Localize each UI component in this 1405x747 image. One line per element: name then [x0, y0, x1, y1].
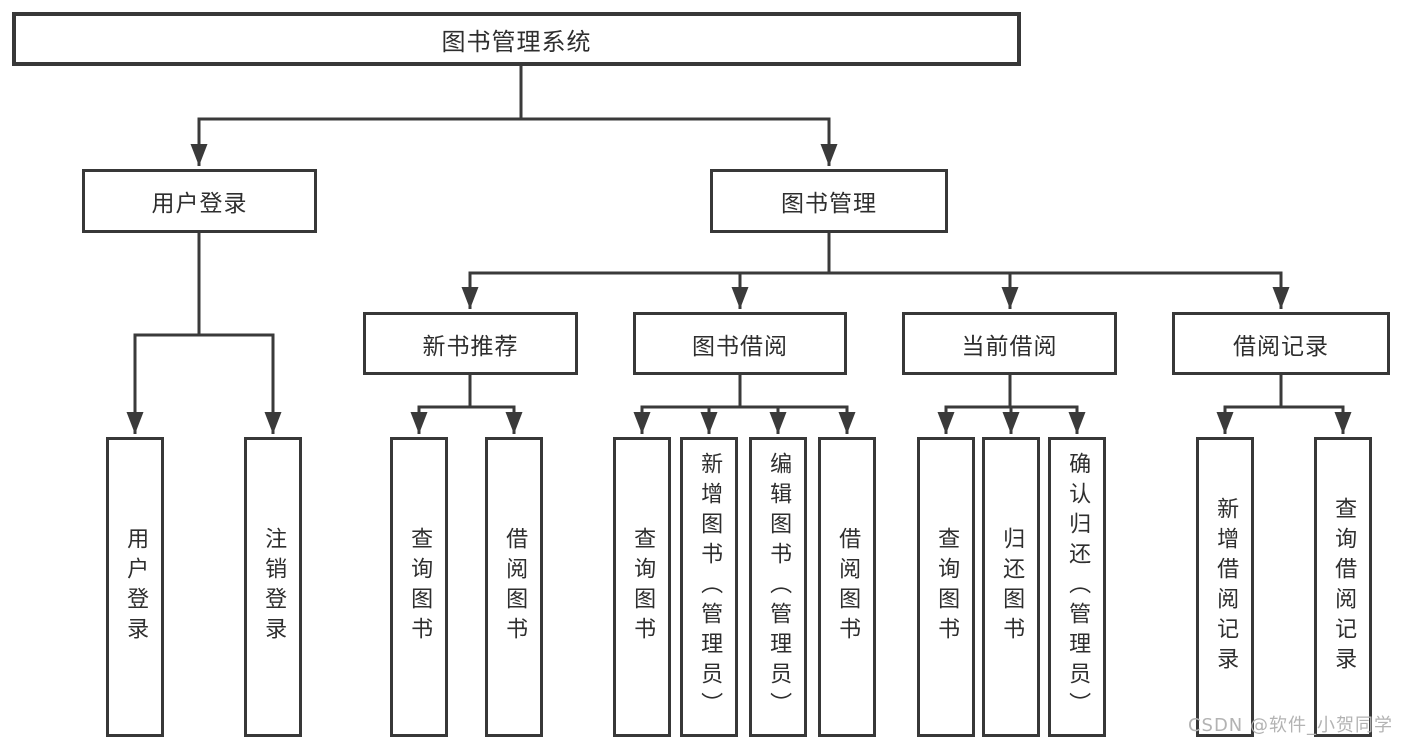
node-label: 确认归还（管理员） [1065, 452, 1091, 722]
node-book-mgmt: 图书管理 [710, 169, 948, 233]
node-label: 查询借阅记录 [1331, 497, 1357, 677]
leaf-records-query-record: 查询借阅记录 [1314, 437, 1372, 737]
leaf-borrow-borrow-books: 借阅图书 [818, 437, 876, 737]
leaf-newrec-borrow-books: 借阅图书 [485, 437, 543, 737]
leaf-logout: 注销登录 [244, 437, 302, 737]
node-book-borrow: 图书借阅 [633, 312, 847, 375]
node-root: 图书管理系统 [12, 12, 1021, 66]
leaf-current-confirm-return: 确认归还（管理员） [1048, 437, 1106, 737]
edges-borrow-records [1216, 373, 1352, 434]
leaf-borrow-edit-books: 编辑图书（管理员） [749, 437, 807, 737]
node-label: 查询图书 [407, 527, 433, 647]
node-label: 用户登录 [123, 527, 149, 647]
leaf-records-add-record: 新增借阅记录 [1196, 437, 1254, 737]
node-label: 当前借阅 [961, 333, 1058, 360]
node-label: 图书借阅 [692, 333, 788, 360]
edges-user-login [126, 231, 282, 434]
node-label: 查询图书 [934, 527, 960, 647]
edges-current-borrow [937, 373, 1086, 434]
node-label: 图书管理系统 [441, 27, 592, 56]
node-label: 新书推荐 [422, 333, 519, 360]
edges-book-mgmt [461, 231, 1290, 309]
node-label: 借阅记录 [1233, 333, 1329, 360]
node-user-login: 用户登录 [82, 169, 317, 233]
node-label: 用户登录 [151, 191, 248, 217]
node-borrow-records: 借阅记录 [1172, 312, 1390, 375]
node-new-book-rec: 新书推荐 [363, 312, 578, 375]
node-current-borrow: 当前借阅 [902, 312, 1117, 375]
edges-root [190, 64, 838, 166]
csdn-watermark: CSDN @软件_小贺同学 [1187, 715, 1393, 736]
node-label: 查询图书 [630, 527, 656, 647]
edges-book-borrow [633, 373, 856, 434]
node-label: 借阅图书 [835, 527, 861, 647]
edges-new-book-rec [410, 373, 523, 434]
leaf-borrow-add-books: 新增图书（管理员） [680, 437, 738, 737]
node-label: 编辑图书（管理员） [766, 452, 792, 722]
leaf-borrow-query-books: 查询图书 [613, 437, 671, 737]
leaf-newrec-query-books: 查询图书 [390, 437, 448, 737]
leaf-current-query-books: 查询图书 [917, 437, 975, 737]
node-label: 归还图书 [999, 527, 1025, 647]
node-label: 新增借阅记录 [1213, 497, 1239, 677]
node-label: 图书管理 [781, 191, 877, 217]
node-label: 注销登录 [261, 527, 287, 647]
leaf-user-login: 用户登录 [106, 437, 164, 737]
node-label: 新增图书（管理员） [697, 452, 723, 722]
node-label: 借阅图书 [502, 527, 528, 647]
leaf-current-return-books: 归还图书 [982, 437, 1040, 737]
